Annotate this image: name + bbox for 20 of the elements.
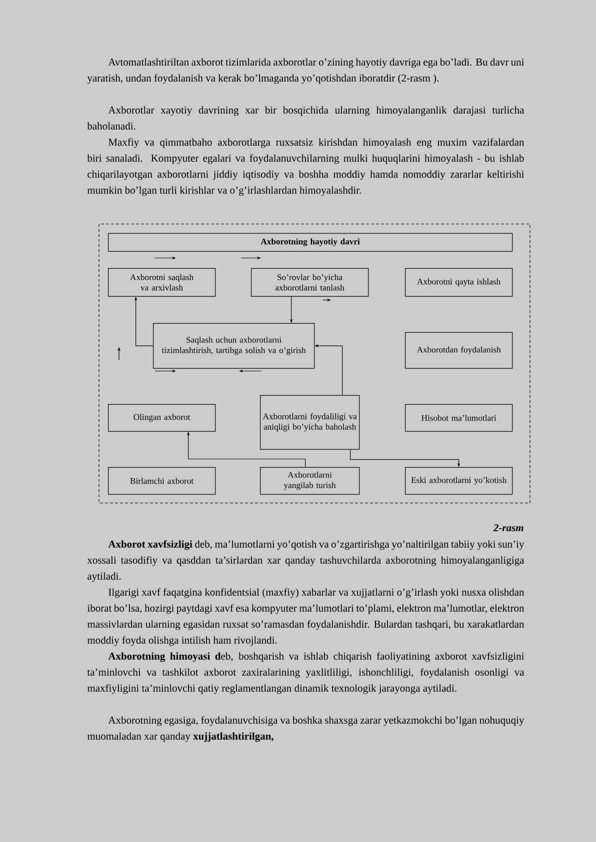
paragraph: Axborotning himoyasi deb, boshqarish va ishlab chiqarish faoliyatining axborot xavfsizligini ta’minlovchi va tashkilot axborot zaxiralarining yaxlitliligi, ishonchliligi, foydalanish osonligi va maxfiyligini ta’minlovchi qatiy reglamentlangan dinamik texnologik jarayonga aytiladi. bbox=[87, 652, 524, 694]
paragraph: Avtomatlashtiriltan axborot tizimlarida axborotlar o’zining hayotiy davriga ega bo’ladi. Bu davr uni yaratish, undan foydalanish va kerak bo’lmaganda yo’qotishdan iboratdir (2-rasm ). bbox=[87, 58, 524, 84]
title-box: Axborotning hayotiy davri bbox=[108, 233, 513, 252]
process-box: Axborotni qayta ishlash bbox=[405, 268, 513, 297]
process-box: Axborotdan foydalanish bbox=[405, 332, 513, 369]
process-box: Birlamchi axborot bbox=[108, 467, 216, 495]
process-box: Axborotlarni yangilab turish bbox=[260, 467, 360, 495]
figure-caption: 2-rasm bbox=[493, 524, 524, 532]
process-box: Axborotni saqlash va arxivlash bbox=[108, 268, 216, 297]
paragraph: Maxfiy va qimmatbaho axborotlarga ruxsatsiz kirishdan himoyalash eng muxim vazifalardan biri sanaladi. Kompyuter egalari va foydalanuvchilarning mulki huquqlarini himoyalash - bu ishlab chiqarilayotgan axborotlarni jiddiy iqtisodiy va boshha moddiy hamda nomoddiy zararlar keltirishi mumkin bo’lgan turli kirishlar va o’g’irlashlardan himoyalashdir. bbox=[87, 138, 524, 196]
paragraph: Axborot xavfsizligi deb, ma’lumotlarni yo’qotish va o’zgartirishga yo’naltirilgan tabiiy yoki sun’iy xossali tasodifiy va qasddan ta’sirlardan xar qanday tashuvchilarda axborotning himoyalanganligiga aytiladi. bbox=[87, 540, 524, 582]
paragraph: Axborotning egasiga, foydalanuvchisiga va boshka shaxsga zarar yetkazmokchi bo’lgan nohuquqiy muomaladan xar qanday xujjatlashtirilgan, bbox=[87, 716, 524, 742]
process-box: Saqlash uchun axborotlarni tizimlashtirish, tartibga solish va o’girish bbox=[153, 323, 315, 369]
process-box: So’rovlar bo’yicha axborotlarni tanlash bbox=[251, 268, 369, 297]
process-box: Olingan axborot bbox=[108, 404, 216, 432]
process-box: Hisobot ma’lumotlari bbox=[405, 404, 513, 432]
paragraph: Ilgarigi xavf faqatgina konfidentsial (maxfiy) xabarlar va xujjatlarni o’g’irlash yoki nusxa olishdan iborat bo’lsa, hozirgi paytdagi xavf esa kompyuter ma’lumotlari to’plami, elektron ma’lumotlar, elektron massivlardan ularning egasidan ruxsat so’ramasdan foydalanishdir. Bulardan tashqari, bu xarakatlardan moddiy foyda olishga intilish ham rivojlandi. bbox=[87, 588, 524, 646]
paragraph: Axborotlar xayotiy davrining xar bir bosqichida ularning himoyalanganlik darajasi turlicha baholanadi. bbox=[87, 106, 524, 130]
process-box: Eski axborotlarni yo’kotish bbox=[405, 467, 513, 495]
process-box: Axborotlarni foydaliligi va aniqligi bo’yicha baholash bbox=[260, 395, 360, 450]
